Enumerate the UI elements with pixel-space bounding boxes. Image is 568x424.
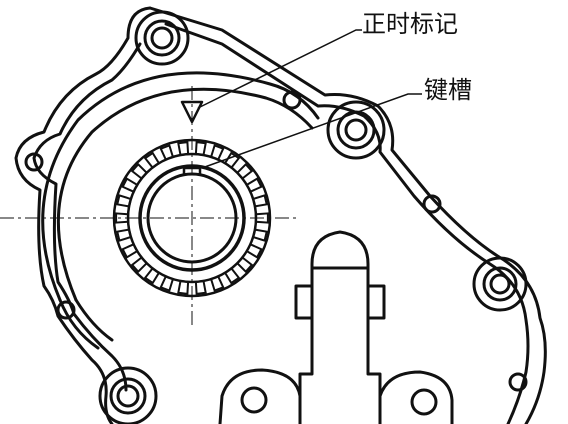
sprocket-tooth <box>115 212 130 224</box>
bolt-bottom-left-center <box>116 384 140 408</box>
sprocket-tooth <box>209 144 225 161</box>
pump-hole-right <box>410 388 438 416</box>
leader-line-keyway <box>201 93 422 169</box>
bolt-mid-right-ring <box>326 100 386 160</box>
sprocket-tooth <box>159 275 175 292</box>
bolt-low-right-head <box>482 266 518 302</box>
bolt-bottom-left-head <box>109 377 147 415</box>
leader-line-timing-mark <box>197 29 362 109</box>
sprocket-tooth <box>251 228 268 242</box>
bolt-top-left-center <box>150 26 174 50</box>
pump-body <box>298 230 382 424</box>
hole-lower-right <box>508 372 528 392</box>
sprocket-tooth <box>235 162 254 180</box>
hole-left <box>24 152 44 172</box>
sprocket-tooth <box>159 144 175 161</box>
pump-hole-left <box>240 386 268 414</box>
bolt-low-right-center <box>489 273 511 295</box>
bolt-low-right-ring <box>472 256 528 312</box>
cover-arc-inner <box>56 87 314 302</box>
cover-lower-arc <box>58 298 114 350</box>
bolt-top-left-head <box>143 19 181 57</box>
pump-left-tab <box>294 284 314 320</box>
sprocket-tooth <box>121 177 139 193</box>
sprocket-tooth <box>177 279 190 296</box>
bolt-mid-right-center <box>344 118 368 142</box>
sprocket-tooth <box>245 177 263 193</box>
sprocket-tooth <box>143 151 161 169</box>
cover-arc-outer <box>41 71 320 302</box>
housing-outline <box>14 6 547 424</box>
pump-lower-housing <box>218 368 454 424</box>
sprocket-tooth <box>254 212 269 224</box>
hole-lower-left <box>56 300 76 320</box>
pump-right-tab <box>366 284 386 320</box>
sprocket-tooth <box>116 194 133 208</box>
label-timing-mark: 正时标记 <box>362 10 458 38</box>
sprocket-tooth <box>209 275 225 292</box>
bolt-top-left-ring <box>134 10 190 66</box>
sprocket-tooth <box>245 243 263 259</box>
sprocket-tooth <box>130 162 149 180</box>
sprocket-tooth <box>130 256 149 274</box>
sprocket-tooth <box>194 140 207 157</box>
sprocket-tooth <box>177 140 190 157</box>
sprocket-tooth <box>116 228 133 242</box>
hole-top <box>282 90 302 110</box>
hole-right <box>422 194 442 214</box>
sprocket-tooth <box>121 243 139 259</box>
label-keyway: 键槽 <box>424 76 472 104</box>
bolt-bottom-left-ring <box>98 366 158 424</box>
sprocket-teeth <box>115 140 269 296</box>
sprocket-tooth <box>223 267 241 285</box>
sprocket-tooth <box>194 279 207 296</box>
sprocket-tooth <box>223 151 241 169</box>
sprocket-tooth <box>251 194 268 208</box>
sprocket-tooth <box>235 256 254 274</box>
timing-mark-triangle <box>180 100 204 124</box>
sprocket-tooth <box>143 267 161 285</box>
